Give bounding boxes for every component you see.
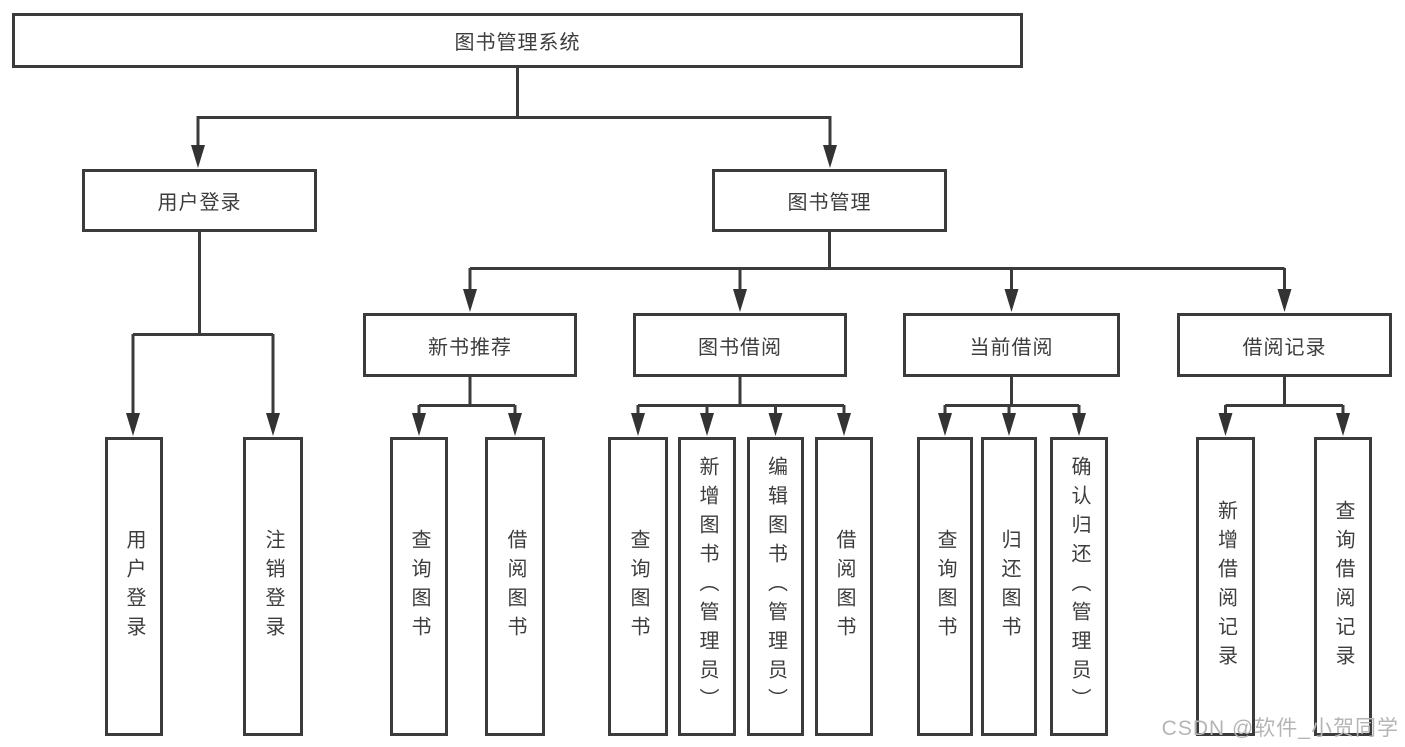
leaf-node-user-login: 用户登录 [105,437,163,736]
leaf-node-label: 查询图书 [408,528,430,645]
leaf-node-label: 查询借阅记录 [1332,499,1354,674]
leaf-node-label: 新增图书（管理员） [696,456,718,717]
watermark: CSDN @软件_小贺同学 [1161,717,1399,740]
leaf-node-confirm-return-admin: 确认归还（管理员） [1050,437,1108,736]
leaf-node-label: 注销登录 [262,528,284,645]
leaf-node-borrow-books-2: 借阅图书 [815,437,873,736]
leaf-node-query-books-2: 查询图书 [608,437,668,736]
leaf-node-label: 用户登录 [123,528,145,645]
leaf-node-label: 借阅图书 [833,528,855,645]
leaf-node-label: 新增借阅记录 [1214,499,1237,674]
leaf-node-label: 确认归还（管理员） [1068,456,1090,717]
leaf-node-borrow-books-1: 借阅图书 [485,437,545,736]
module-node-borrow-records: 借阅记录 [1177,313,1392,377]
root-node-system: 图书管理系统 [12,13,1023,68]
leaf-node-add-books-admin: 新增图书（管理员） [678,437,736,736]
leaf-node-label: 查询图书 [627,528,649,645]
leaf-node-label: 归还图书 [998,528,1020,645]
branch-node-label: 图书管理 [787,192,872,214]
leaf-node-label: 编辑图书（管理员） [764,456,787,717]
branch-node-book-management: 图书管理 [712,169,947,232]
leaf-node-query-borrow-record: 查询借阅记录 [1314,437,1372,736]
branch-node-label: 用户登录 [157,192,242,214]
leaf-node-logout: 注销登录 [243,437,303,736]
module-node-new-book-recommend: 新书推荐 [363,313,577,377]
leaf-node-label: 借阅图书 [504,528,526,645]
root-node-label: 图书管理系统 [454,32,581,54]
module-node-label: 借阅记录 [1242,336,1327,359]
module-node-book-borrow: 图书借阅 [633,313,847,377]
leaf-node-query-books-1: 查询图书 [390,437,448,736]
module-node-label: 新书推荐 [428,336,512,359]
leaf-node-label: 查询图书 [934,528,956,645]
leaf-node-return-books: 归还图书 [981,437,1037,736]
module-node-label: 图书借阅 [698,336,782,359]
leaf-node-query-books-3: 查询图书 [917,437,973,736]
module-node-label: 当前借阅 [969,336,1054,359]
leaf-node-add-borrow-record: 新增借阅记录 [1196,437,1255,736]
leaf-node-edit-books-admin: 编辑图书（管理员） [747,437,804,736]
module-node-current-borrow: 当前借阅 [903,313,1120,377]
arrowheads [126,145,1350,436]
branch-node-user-login: 用户登录 [82,169,317,232]
